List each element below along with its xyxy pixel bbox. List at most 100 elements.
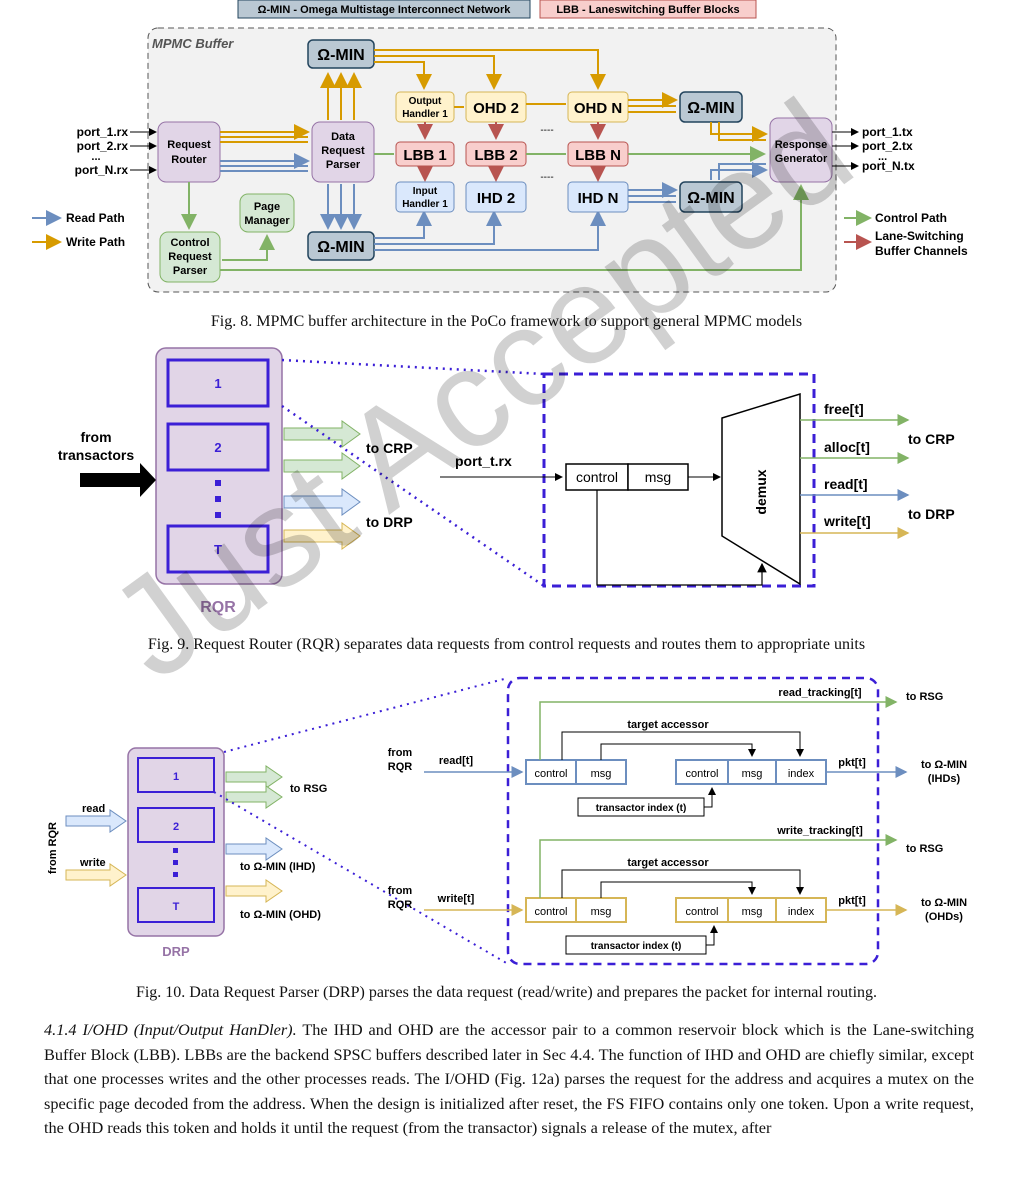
page-manager-label-1: Page xyxy=(254,201,280,213)
ports-tx-ellipsis: ... xyxy=(878,151,887,163)
read-ihds: (IHDs) xyxy=(928,773,961,785)
ihd-2-label: IHD 2 xyxy=(477,190,515,207)
drp-to-rsg: to RSG xyxy=(290,783,327,795)
omega-min-top xyxy=(307,39,375,69)
write-msg-label: msg xyxy=(591,906,612,918)
figure-8: Ω-MIN - Omega Multistage Interconnect Ne… xyxy=(32,0,968,293)
control-request-parser-box xyxy=(159,231,221,283)
rqr-slot-1 xyxy=(166,358,270,408)
read-msg-label: msg xyxy=(591,768,612,780)
read-transactor-index-label: transactor index (t) xyxy=(596,803,687,814)
response-generator-box xyxy=(769,117,833,183)
write-msg-field xyxy=(575,897,627,923)
page-manager-label-2: Manager xyxy=(244,215,290,227)
rqr-to-crp: to CRP xyxy=(366,440,413,456)
legend-lane-switching-2: Buffer Channels xyxy=(875,244,968,258)
rqr-to-drp: to DRP xyxy=(366,514,413,530)
read-from-rqr-1: from xyxy=(388,747,413,759)
write-from-rqr-2: RQR xyxy=(388,899,413,911)
port-2-tx: port_2.tx xyxy=(862,139,913,153)
rqr-slot-2 xyxy=(166,422,270,472)
omega-min-top-label: Ω-MIN xyxy=(317,47,364,64)
ohd-n-label: OHD N xyxy=(574,100,622,117)
out-free: free[t] xyxy=(824,401,864,417)
output-handler-1-label-2: Handler 1 xyxy=(402,109,448,120)
legend-omega-box xyxy=(237,0,531,19)
ohd-dashes: ---- xyxy=(540,125,553,136)
write-pkt-msg-label: msg xyxy=(742,906,763,918)
lbb-n-label: LBB N xyxy=(575,147,621,164)
rqr-slot-t-label: T xyxy=(214,542,222,557)
write-pkt-label: pkt[t] xyxy=(838,895,866,907)
crp-label-2: Request xyxy=(168,251,212,263)
port-2-rx: port_2.rx xyxy=(77,139,129,153)
legend-lbb-box xyxy=(539,0,757,19)
write-ctrl-label: control xyxy=(534,906,567,918)
write-pkt-ctrl-label: control xyxy=(685,906,718,918)
page-manager-box xyxy=(239,193,295,233)
request-router-label-1: Request xyxy=(167,139,211,151)
response-generator-label-2: Generator xyxy=(775,153,828,165)
lbb-1-label: LBB 1 xyxy=(403,147,446,164)
ihd-2 xyxy=(465,181,527,213)
crp-label-3: Parser xyxy=(173,265,208,277)
input-handler-1-label-1: Input xyxy=(413,186,438,197)
rqr-msg-label: msg xyxy=(645,469,671,485)
figure-10: 1 2 T DRP from RQR read write to RSG to … xyxy=(47,676,967,966)
read-target-accessor: target accessor xyxy=(627,719,709,731)
lbb-2-label: LBB 2 xyxy=(474,147,517,164)
drp-label-2: Request xyxy=(321,145,365,157)
drp-label-3: Parser xyxy=(326,159,361,171)
drp-to-omin-ihd: to Ω-MIN (IHD) xyxy=(240,861,316,873)
detail-to-crp: to CRP xyxy=(908,431,955,447)
read-pkt-index-label: index xyxy=(788,768,815,780)
drp-slot-2-label: 2 xyxy=(173,821,179,833)
drp-slot-2 xyxy=(137,807,215,843)
ihd-n-label: IHD N xyxy=(578,190,619,207)
read-from-rqr-2: RQR xyxy=(388,761,413,773)
read-pkt-msg-label: msg xyxy=(742,768,763,780)
drp-label: DRP xyxy=(162,944,190,959)
request-router-box xyxy=(157,121,221,183)
drp-to-omin-ohd: to Ω-MIN (OHD) xyxy=(240,909,321,921)
input-handler-1-label-2: Handler 1 xyxy=(402,199,448,210)
detail-to-drp: to DRP xyxy=(908,506,955,522)
figure-9: 1 2 T RQR from transactors to CRP to DRP… xyxy=(58,347,955,616)
rqr-control-field xyxy=(565,463,629,491)
ohd-2-label: OHD 2 xyxy=(473,100,519,117)
legend-write-path: Write Path xyxy=(66,235,125,249)
write-t-label: write[t] xyxy=(437,893,475,905)
write-pkt-index-label: index xyxy=(788,906,815,918)
port-1-tx: port_1.tx xyxy=(862,125,913,139)
read-to-omin: to Ω-MIN xyxy=(921,759,967,771)
read-to-rsg: to RSG xyxy=(906,691,943,703)
legend-lane-switching-1: Lane-Switching xyxy=(875,229,964,243)
fig8-caption: Fig. 8. MPMC buffer architecture in the … xyxy=(210,313,803,330)
write-from-rqr-1: from xyxy=(388,885,413,897)
rqr-label: RQR xyxy=(200,599,236,616)
rqr-slot-1-label: 1 xyxy=(214,376,221,391)
drp-slot-t xyxy=(137,887,215,923)
legend-control-path: Control Path xyxy=(875,211,947,225)
ports-ellipsis: ... xyxy=(91,151,100,163)
omega-min-right-bottom xyxy=(679,181,743,213)
read-pkt-ctrl-label: control xyxy=(685,768,718,780)
drp-write-label: write xyxy=(79,857,106,869)
mpmc-buffer-label: MPMC Buffer xyxy=(152,36,234,51)
write-transactor-index-label: transactor index (t) xyxy=(591,941,682,952)
rqr-control-label: control xyxy=(576,469,618,485)
rqr-slot-2-label: 2 xyxy=(214,440,221,455)
port-1-rx: port_1.rx xyxy=(77,125,129,139)
response-generator-label-1: Response xyxy=(775,139,828,151)
drp-slot-t-label: T xyxy=(173,901,180,913)
drp-label-1: Data xyxy=(331,131,356,143)
out-write: write[t] xyxy=(823,513,871,529)
out-read: read[t] xyxy=(824,476,868,492)
fig10-caption: Fig. 10. Data Request Parser (DRP) parse… xyxy=(135,984,878,1001)
output-handler-1-label-1: Output xyxy=(409,96,442,107)
from-transactors-2: transactors xyxy=(58,447,134,463)
crp-label-1: Control xyxy=(170,237,209,249)
request-router-label-2: Router xyxy=(171,154,207,166)
omega-min-right-top-label: Ω-MIN xyxy=(687,100,734,117)
write-target-accessor: target accessor xyxy=(627,857,709,869)
